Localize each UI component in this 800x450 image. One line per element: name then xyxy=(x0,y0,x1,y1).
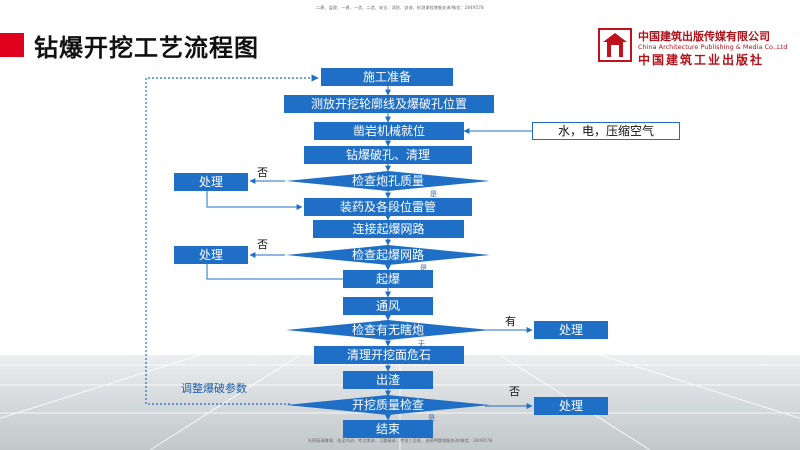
step-prepare: 施工准备 xyxy=(321,68,453,86)
step-connect: 连接起爆网路 xyxy=(313,220,464,238)
top-note: 二建、监理、一建、一造、二造、安全、消防、咨询、检测课程增服务询/微信：2849… xyxy=(316,5,484,10)
step-blast: 起爆 xyxy=(343,270,433,288)
decision-check-quality-shape xyxy=(286,395,490,415)
label-no-3: 否 xyxy=(509,385,520,398)
bottom-note: 光明高清赠课、选全内训、考点串讲、习题精讲、考前三页纸、送密押题增服务询/微信：… xyxy=(307,438,493,443)
publisher-press-cn: 中国建筑工业出版社 xyxy=(638,53,765,67)
input-utilities: 水，电，压缩空气 xyxy=(532,122,680,140)
publisher-name-cn: 中国建筑出版传媒有限公司 xyxy=(638,30,770,43)
publisher-logo-icon xyxy=(598,28,632,62)
decision-check-holes: 检查炮孔质量 xyxy=(351,174,424,188)
handle-box-4: 处理 xyxy=(534,397,608,415)
decision-check-misfire-shape xyxy=(286,320,490,340)
arrow-handle2-back xyxy=(206,264,355,282)
decision-check-network-shape xyxy=(286,245,490,265)
label-none: 无 xyxy=(418,340,425,348)
label-yes-1: 是 xyxy=(430,190,437,198)
step-muck: 出渣 xyxy=(343,371,433,389)
arrow-handle1-back xyxy=(206,190,303,210)
label-have: 有 xyxy=(505,315,516,328)
decision-check-misfire: 检查有无瞎炮 xyxy=(351,323,424,337)
label-no-2: 否 xyxy=(257,238,268,251)
label-no-1: 否 xyxy=(257,166,268,179)
arrow-adjust-loop xyxy=(145,74,319,405)
label-yes-2: 是 xyxy=(420,264,427,272)
step-ventilate: 通风 xyxy=(343,297,433,315)
title-accent-bar xyxy=(0,33,24,57)
handle-box-1: 处理 xyxy=(174,173,248,191)
label-yes-3: 是 xyxy=(428,414,435,422)
step-survey: 测放开挖轮廓线及爆破孔位置 xyxy=(284,95,494,113)
decision-check-network: 检查起爆网路 xyxy=(351,248,424,262)
decision-check-quality: 开挖质量检查 xyxy=(351,398,424,412)
publisher-name-en: China Architecture Publishing & Media Co… xyxy=(638,43,788,51)
step-drill-clean: 钻爆破孔、清理 xyxy=(304,146,472,164)
decision-check-holes-shape xyxy=(286,171,490,191)
step-drill-position: 凿岩机械就位 xyxy=(314,122,464,140)
handle-box-2: 处理 xyxy=(174,246,248,264)
step-scale: 清理开挖面危石 xyxy=(314,346,464,364)
label-adjust-params: 调整爆破参数 xyxy=(181,382,247,395)
step-charge: 装药及各段位雷管 xyxy=(304,198,472,216)
step-end: 结束 xyxy=(343,420,433,438)
page-title: 钻爆开挖工艺流程图 xyxy=(34,34,259,62)
handle-box-3: 处理 xyxy=(534,321,608,339)
